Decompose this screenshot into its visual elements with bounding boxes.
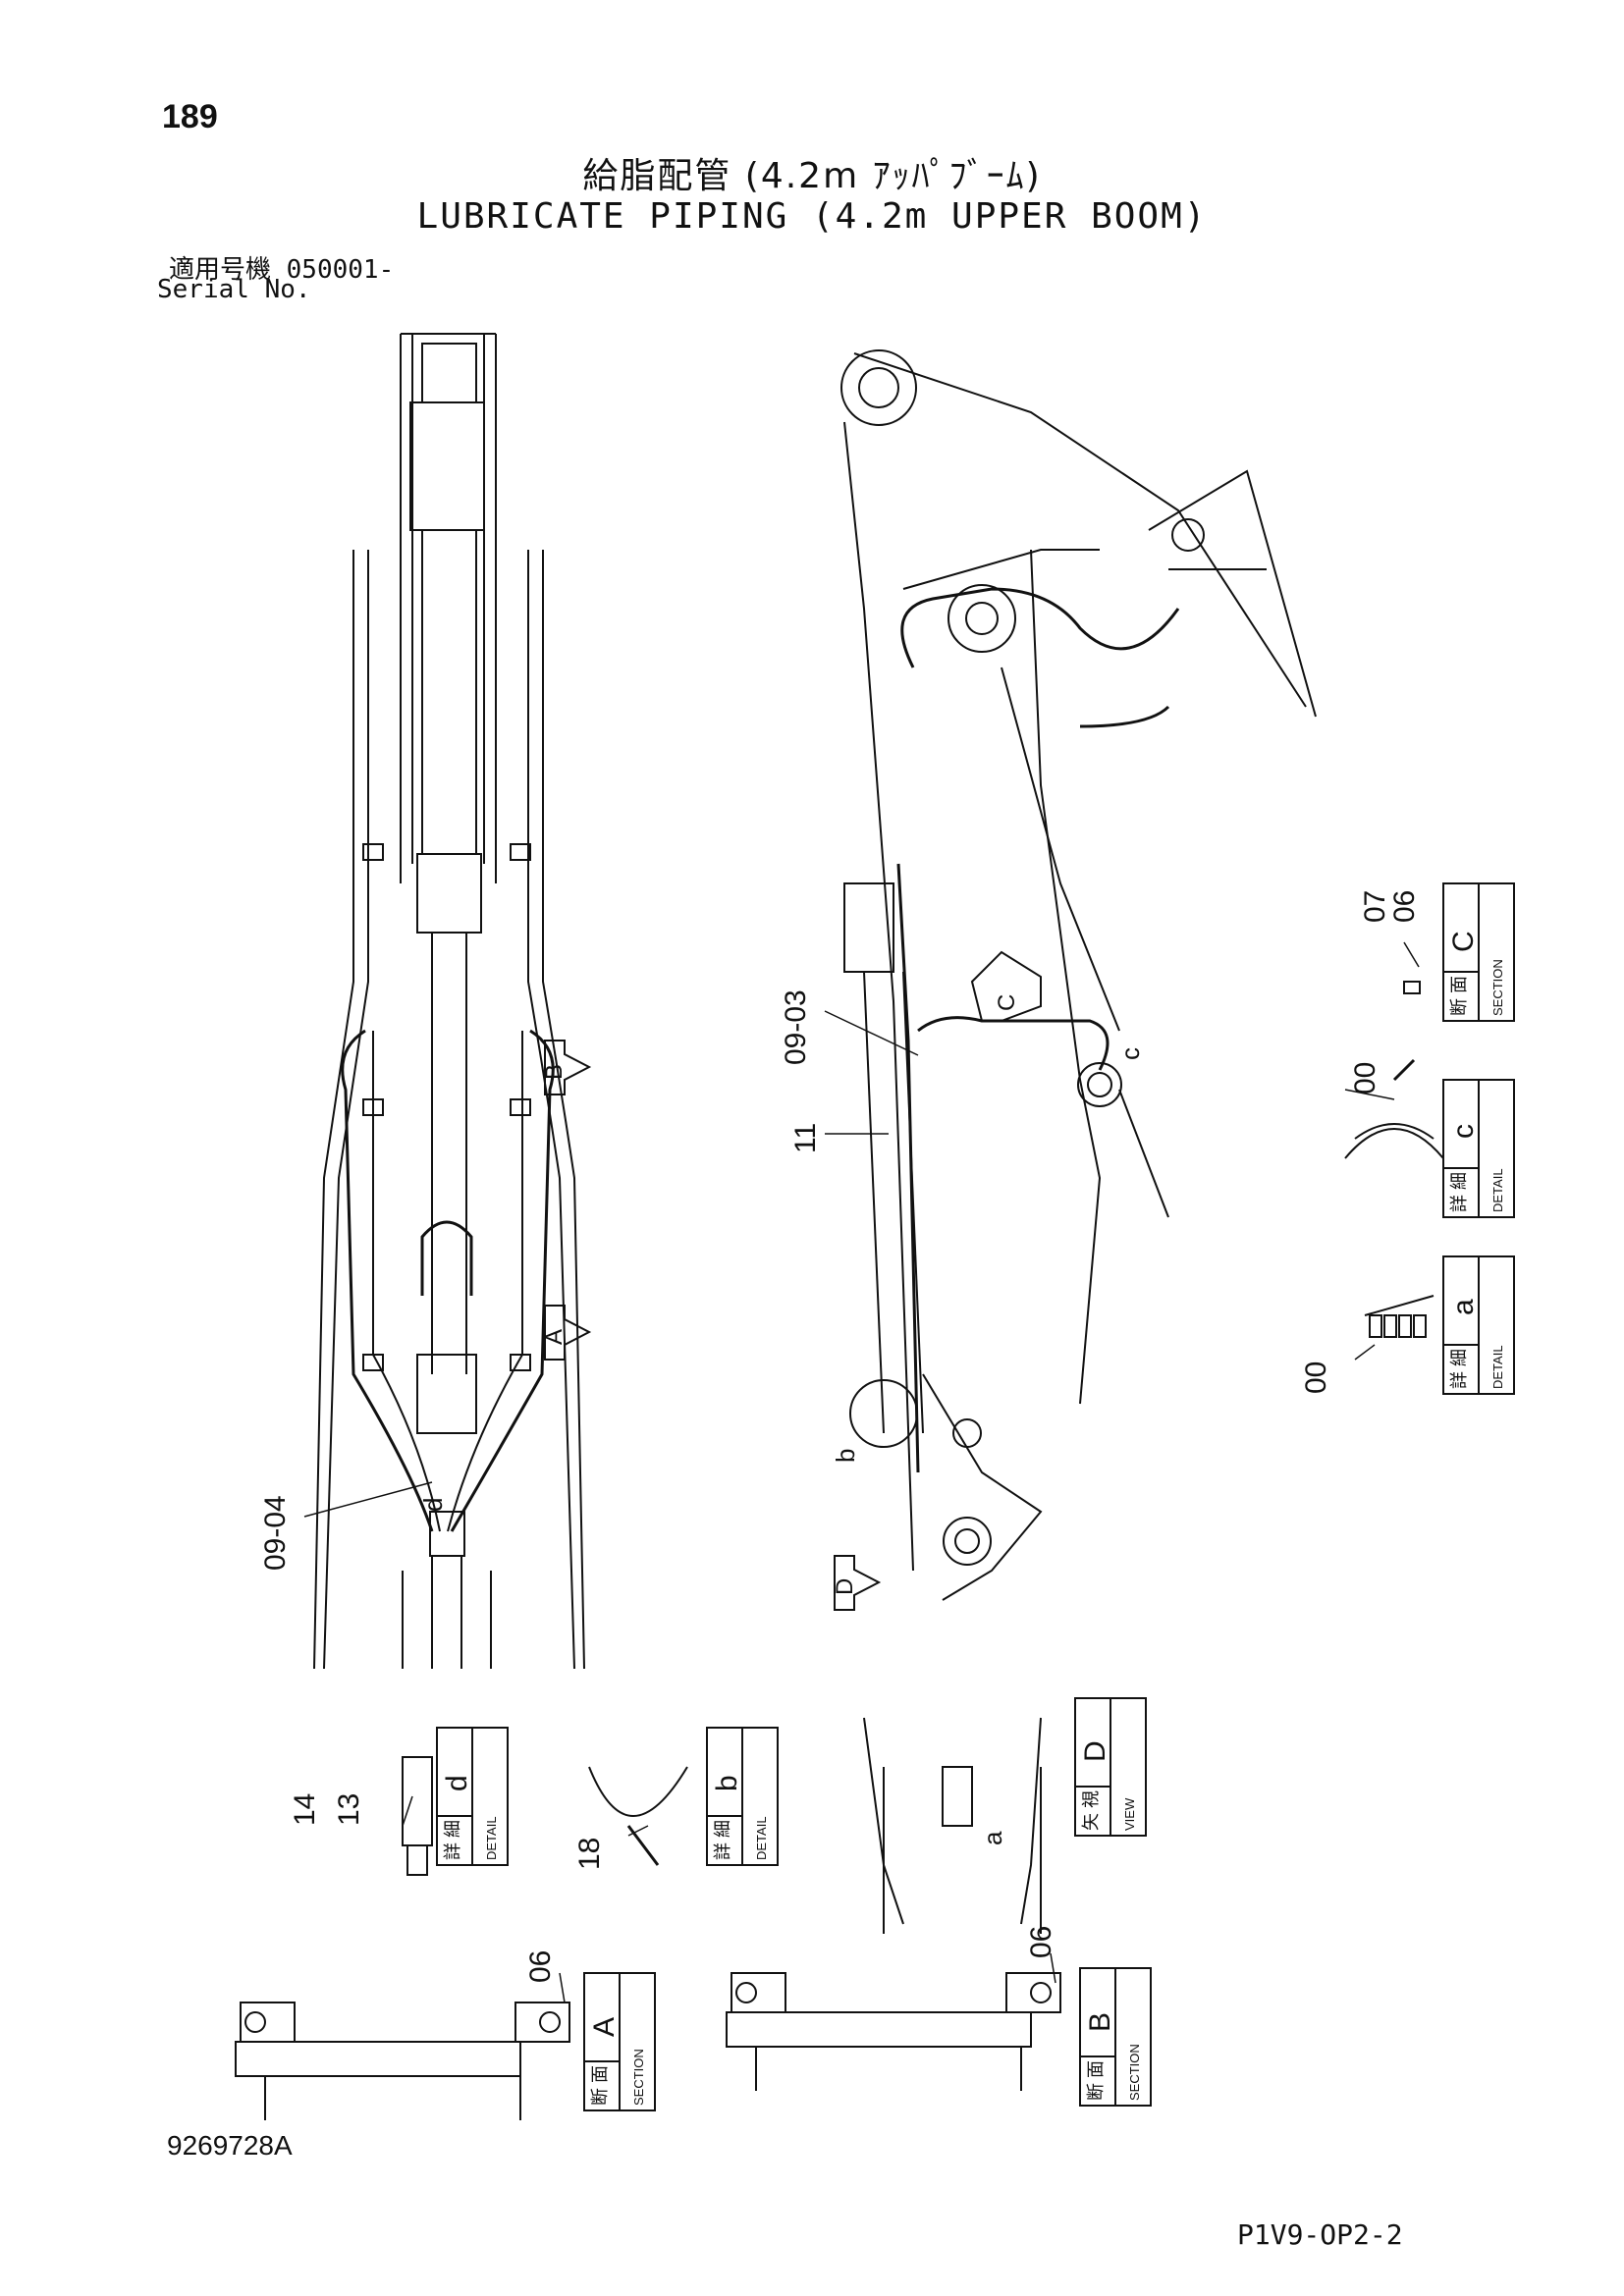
callout-09-03: 09-03 (780, 989, 812, 1065)
viewD-letter: D (1079, 1740, 1111, 1762)
callout-14: 14 (289, 1793, 321, 1826)
sectionB-label: SECTION (1127, 2044, 1142, 2101)
arrow-D-shape (834, 1555, 882, 1611)
callout-13: 13 (333, 1793, 365, 1826)
marker-a: a (978, 1831, 1007, 1845)
viewD-label: VIEW (1122, 1797, 1137, 1831)
marker-c: c (1115, 1047, 1145, 1060)
sectionB-letter: B (1084, 2012, 1116, 2032)
arrow-B-shape (544, 1040, 592, 1095)
sectionB-kanji: 断 面 (1086, 2060, 1106, 2101)
viewD-kanji: 矢 視 (1081, 1790, 1101, 1831)
callout-07: 07 (1359, 890, 1391, 923)
detail-b-box (706, 1727, 779, 1866)
boom-side-view (840, 349, 1317, 1601)
detaila-label: DETAIL (1490, 1345, 1505, 1389)
arrow-label-B: B (541, 1064, 568, 1080)
detaild-label: DETAIL (484, 1816, 499, 1860)
sectionC-kanji: 断 面 (1449, 976, 1469, 1016)
detaila-letter: a (1447, 1299, 1480, 1315)
sectionA-letter: A (588, 2017, 621, 2037)
boom-top-view (313, 333, 585, 1670)
detailc-label: DETAIL (1490, 1168, 1505, 1212)
detailb-kanji: 詳 細 (713, 1820, 732, 1860)
detail-d-box (436, 1727, 509, 1866)
detail-c-box (1442, 1079, 1515, 1218)
sectionA-kanji: 断 面 (590, 2065, 610, 2106)
callout-18: 18 (573, 1838, 606, 1870)
callout-06-sectionB: 06 (1025, 1926, 1057, 1958)
marker-b: b (831, 1449, 860, 1463)
section-C-box (1442, 882, 1515, 1022)
arrow-A-shape (544, 1305, 592, 1361)
sectionA-label: SECTION (631, 2049, 646, 2106)
detaild-kanji: 詳 細 (443, 1820, 462, 1860)
callout-09-04: 09-04 (259, 1495, 292, 1571)
detailb-letter: b (711, 1775, 743, 1791)
arrow-label-C: C (994, 994, 1020, 1011)
section-A-box (583, 1972, 656, 2111)
detail-sketches (235, 981, 1444, 2120)
detaila-kanji: 詳 細 (1449, 1349, 1469, 1389)
detail-a-box (1442, 1255, 1515, 1395)
arrow-label-D: D (832, 1578, 858, 1595)
document-number: 9269728A (167, 2130, 293, 2161)
arrow-C-shape (970, 950, 1042, 1022)
detailc-kanji: 詳 細 (1449, 1172, 1469, 1212)
arrow-label-A: A (541, 1329, 568, 1345)
title-japanese: 給脂配管 (4.2m ｱｯﾊﾟﾌﾞｰﾑ) (582, 156, 1042, 196)
callout-00-detailc: 00 (1349, 1062, 1381, 1095)
view-arrows (544, 950, 1042, 1611)
page-code: P1V9-OP2-2 (1237, 2218, 1403, 2251)
serial-label-english: Serial No. (157, 275, 311, 304)
callout-06-sectionC: 06 (1388, 890, 1421, 923)
marker-d: d (418, 1498, 448, 1512)
detailb-label: DETAIL (754, 1816, 769, 1860)
sectionC-label: SECTION (1490, 959, 1505, 1016)
callout-00-detaila: 00 (1300, 1362, 1332, 1394)
page-number: 189 (162, 98, 218, 135)
title-english: LUBRICATE PIPING (4.2m UPPER BOOM) (416, 196, 1208, 237)
detaild-letter: d (441, 1775, 473, 1791)
callout-11: 11 (789, 1123, 822, 1153)
detailc-letter: c (1447, 1124, 1480, 1139)
leader-lines (303, 941, 1420, 2003)
section-B-box (1079, 1967, 1152, 2107)
sectionC-letter: C (1447, 931, 1480, 952)
callout-06-sectionA: 06 (524, 1950, 557, 1983)
serial-label-japanese: 適用号機 050001- (169, 255, 395, 285)
view-D-box (1074, 1697, 1147, 1837)
